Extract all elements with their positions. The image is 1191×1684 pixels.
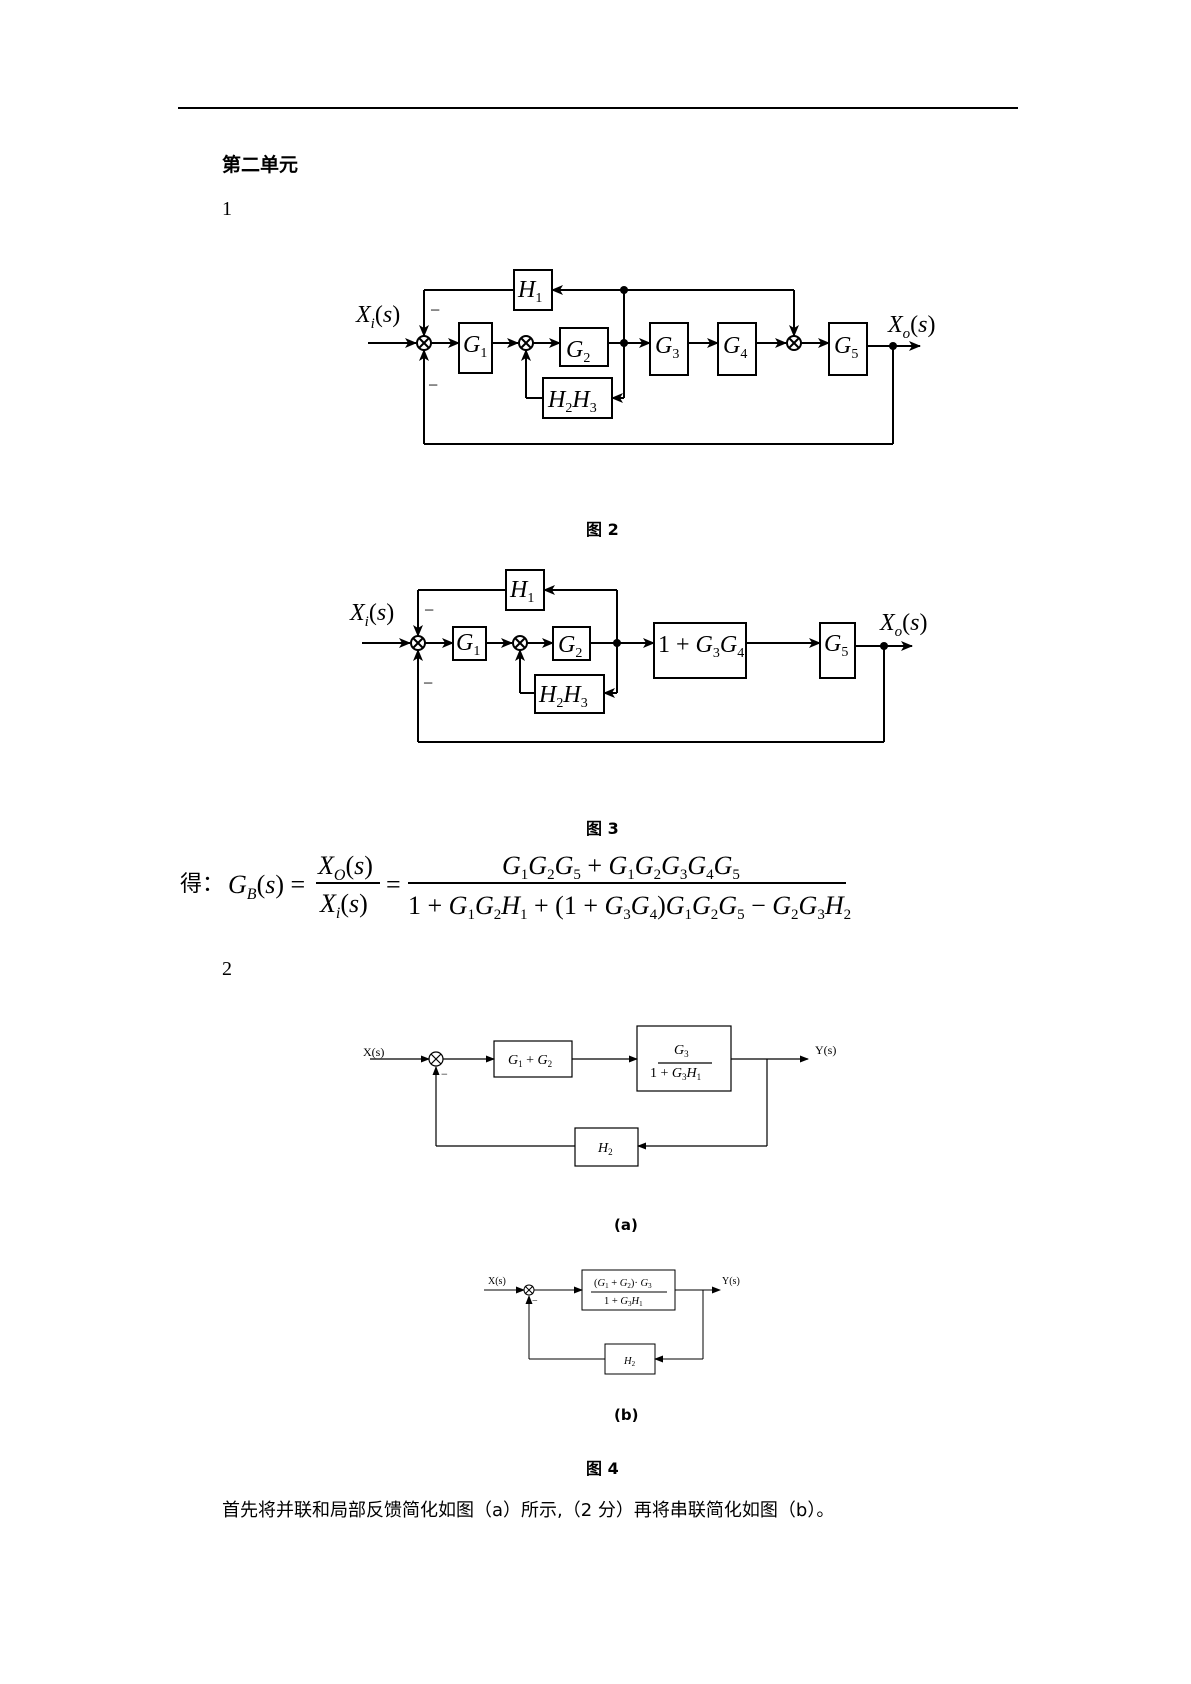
- svg-text:G1 + G2: G1 + G2: [508, 1053, 552, 1069]
- f2-output-label: Xo(s): [887, 312, 936, 342]
- result-denominator: 1 + G1G2H1 + (1 + G3G4)G1G2G5 − G2G3H2: [408, 891, 851, 923]
- svg-text:−: −: [441, 1067, 448, 1081]
- svg-text:G2: G2: [566, 337, 590, 366]
- f2-block-g4: [717, 322, 757, 376]
- svg-text:Xi(s): Xi(s): [319, 889, 368, 922]
- svg-text:−: −: [423, 673, 433, 693]
- svg-text:−: −: [532, 1296, 538, 1307]
- svg-text:1 + G3G4: 1 + G3G4: [658, 632, 744, 661]
- svg-text:Y(s): Y(s): [722, 1276, 740, 1287]
- svg-text:H2H3: H2H3: [547, 387, 597, 416]
- f2-input-label: Xi(s): [355, 302, 400, 332]
- svg-text:X(s): X(s): [488, 1276, 506, 1287]
- figure-4-caption: 图 4: [586, 1459, 619, 1478]
- figure-4a-label: (a): [614, 1216, 638, 1234]
- f2-block-g2: [559, 327, 609, 367]
- figure-4b-label: (b): [614, 1406, 639, 1424]
- f2-block-g3: [649, 322, 689, 376]
- f2-sign-top: −: [430, 300, 440, 320]
- svg-text:(G1 + G2)· G3: (G1 + G2)· G3: [594, 1278, 652, 1290]
- problem-1-number: 1: [222, 198, 232, 220]
- f3-input-label: Xi(s): [349, 600, 394, 630]
- svg-text:GB(s) =: GB(s) =: [228, 870, 305, 903]
- f3-output-label: Xo(s): [879, 610, 928, 640]
- svg-text:H2: H2: [623, 1356, 636, 1368]
- f4a-block-h2: [574, 1127, 639, 1167]
- svg-text:H2H3: H2H3: [538, 682, 588, 711]
- f2-block-g1: [458, 322, 493, 374]
- f3-block-1-g3g4: [653, 622, 747, 679]
- problem-2-number: 2: [222, 958, 232, 980]
- figure-2-caption: 图 2: [586, 520, 619, 539]
- figure-3-caption: 图 3: [586, 819, 619, 838]
- svg-text:=: =: [386, 870, 401, 899]
- svg-text:X(s): X(s): [363, 1045, 384, 1059]
- svg-text:H1: H1: [509, 577, 534, 606]
- explanation-text: 首先将并联和局部反馈简化如图（a）所示,（2 分）再将串联简化如图（b）。: [222, 1500, 835, 1521]
- f2-block-g5: [828, 322, 868, 376]
- result-prefix: 得：: [180, 872, 224, 897]
- section-title: 第二单元: [222, 154, 299, 176]
- svg-text:−: −: [424, 600, 434, 620]
- header-rule: [178, 107, 1018, 109]
- svg-text:Y(s): Y(s): [815, 1043, 836, 1057]
- svg-text:1 + G3H1: 1 + G3H1: [650, 1066, 701, 1082]
- svg-text:1 + G3H1: 1 + G3H1: [604, 1296, 643, 1308]
- result-numerator: G1G2G5 + G1G2G3G4G5: [502, 851, 740, 883]
- f2-sign-bottom: −: [428, 375, 438, 395]
- svg-text:XO(s): XO(s): [317, 851, 373, 884]
- f3-block-g5: [819, 622, 856, 679]
